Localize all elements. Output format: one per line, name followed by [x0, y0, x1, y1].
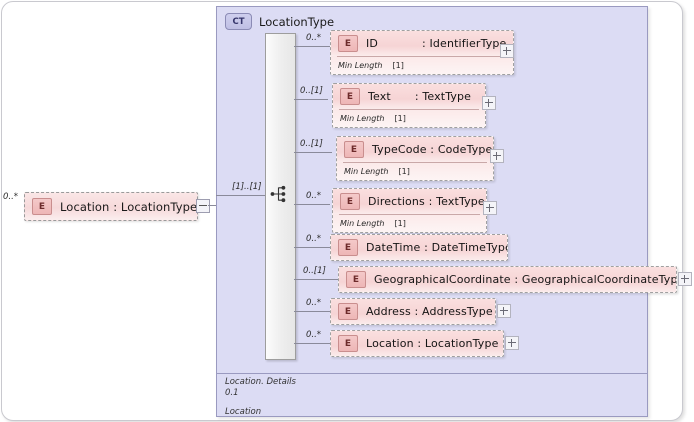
cardinality-row-7: 0..*: [306, 330, 322, 340]
facet-row: Min Length [1]: [331, 56, 513, 74]
facet-name: Min Length: [340, 218, 385, 228]
element-header: E Location : LocationType: [331, 331, 503, 356]
element-box-address[interactable]: E Address : AddressType: [330, 298, 496, 325]
element-badge-icon: E: [338, 239, 358, 256]
element-box-id[interactable]: E ID : IdentifierType Min Length [1]: [330, 30, 514, 75]
element-box-typecode[interactable]: E TypeCode : CodeType Min Length [1]: [336, 136, 494, 181]
element-type: : TextType: [414, 90, 472, 103]
element-header: E Address : AddressType: [331, 299, 495, 324]
facet-value: [1]: [392, 60, 404, 70]
facet-value: [1]: [398, 166, 410, 176]
plus-icon[interactable]: [482, 96, 496, 110]
element-header: E DateTime : DateTimeType: [331, 235, 507, 260]
plus-icon[interactable]: [505, 336, 519, 350]
element-box-datetime[interactable]: E DateTime : DateTimeType: [330, 234, 508, 261]
cardinality-row-4: 0..*: [306, 234, 322, 244]
facet-value: [1]: [394, 113, 406, 123]
connector-row-1: [294, 98, 328, 100]
plus-icon[interactable]: [500, 44, 514, 58]
element-name: DateTime : DateTimeType: [366, 241, 508, 254]
element-box-location[interactable]: E Location : LocationType: [330, 330, 504, 357]
connector-to-compositor: [216, 194, 266, 196]
annotation-line3: Location: [225, 407, 262, 417]
annotation-divider: [217, 373, 647, 374]
element-name: TypeCode : CodeType: [372, 143, 493, 156]
facet-row: Min Length [1]: [333, 214, 486, 232]
element-badge-icon: E: [338, 335, 358, 352]
facet-name: Min Length: [338, 60, 383, 70]
element-name: Text: [368, 90, 391, 103]
element-name: GeographicalCoordinate : GeographicalCoo…: [374, 273, 677, 286]
plus-icon[interactable]: [490, 149, 504, 163]
cardinality-row-1: 0..[1]: [300, 86, 323, 96]
facet-name: Min Length: [340, 113, 385, 123]
plus-icon[interactable]: [497, 304, 511, 318]
cardinality-row-6: 0..*: [306, 298, 322, 308]
element-type: : IdentifierType: [422, 37, 507, 50]
element-badge-icon: E: [344, 141, 364, 158]
sequence-compositor-bar[interactable]: [265, 33, 296, 360]
root-element-label: Location : LocationType: [60, 199, 198, 214]
sequence-icon: [270, 185, 286, 203]
connector-row-2: [294, 151, 332, 153]
connector-row-6: [294, 310, 330, 312]
complextype-header: CT LocationType: [225, 13, 334, 30]
plus-icon[interactable]: [483, 201, 497, 215]
element-badge-icon: E: [338, 35, 358, 52]
element-badge-icon: E: [32, 198, 52, 215]
minus-icon[interactable]: [196, 199, 210, 213]
compositor-cardinality: [1]..[1]: [232, 182, 262, 192]
cardinality-row-3: 0..*: [306, 191, 322, 201]
connector-row-3: [294, 203, 330, 205]
element-header: E ID : IdentifierType: [331, 31, 513, 56]
element-name: Directions : TextType: [368, 195, 485, 208]
annotation-line2: 0.1: [225, 387, 239, 398]
annotation-line1: Location. Details: [225, 377, 296, 387]
connector-row-7: [294, 342, 330, 344]
element-name: Address : AddressType: [366, 305, 493, 318]
cardinality-row-2: 0..[1]: [300, 139, 323, 149]
element-badge-icon: E: [340, 88, 360, 105]
connector-row-5: [294, 278, 338, 280]
facet-row: Min Length [1]: [333, 109, 485, 127]
complextype-title: LocationType: [259, 14, 335, 29]
element-header: E Text : TextType: [333, 84, 485, 109]
complextype-badge-icon: CT: [225, 13, 252, 30]
element-header: E TypeCode : CodeType: [337, 137, 493, 162]
element-box-geographicalcoordinate[interactable]: E GeographicalCoordinate : GeographicalC…: [338, 266, 677, 293]
element-header: E GeographicalCoordinate : GeographicalC…: [339, 267, 676, 292]
connector-row-4: [294, 246, 330, 248]
connector-root: [208, 204, 216, 206]
root-cardinality: 0..*: [3, 192, 19, 202]
element-header: E Directions : TextType: [333, 189, 486, 214]
facet-row: Min Length [1]: [337, 162, 493, 180]
element-name: ID: [366, 37, 379, 50]
element-badge-icon: E: [338, 303, 358, 320]
element-box-directions[interactable]: E Directions : TextType Min Length [1]: [332, 188, 487, 233]
element-box-text[interactable]: E Text : TextType Min Length [1]: [332, 83, 486, 128]
cardinality-row-5: 0..[1]: [303, 266, 326, 276]
element-badge-icon: E: [340, 193, 360, 210]
element-badge-icon: E: [346, 271, 366, 288]
facet-value: [1]: [394, 218, 406, 228]
connector-row-0: [294, 45, 330, 47]
facet-name: Min Length: [344, 166, 389, 176]
plus-icon[interactable]: [678, 272, 692, 286]
element-name: Location : LocationType: [366, 337, 499, 350]
root-element-location[interactable]: E Location : LocationType: [24, 192, 198, 221]
cardinality-row-0: 0..*: [306, 33, 322, 43]
